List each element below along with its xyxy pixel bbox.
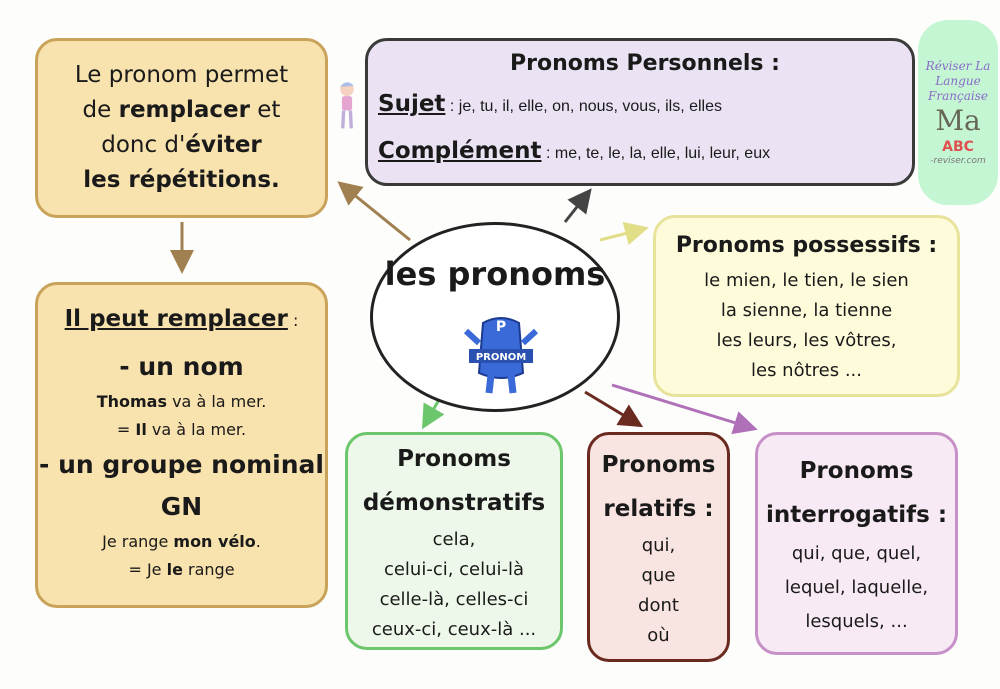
example-text: range <box>182 560 235 579</box>
box-title: relatifs : <box>603 496 714 522</box>
intro-line: Le pronom permet <box>74 62 289 88</box>
arrow-to-possessifs <box>599 221 649 246</box>
replace-item: GN <box>160 492 203 521</box>
intro-text: de <box>82 97 119 123</box>
pronoun-line: lesquels, ... <box>805 610 908 632</box>
watermark-site: -reviser.com <box>930 156 986 166</box>
pronoun-line: où <box>647 625 670 646</box>
pronoun-line: lequel, laquelle, <box>784 576 929 598</box>
watermark-logo-text: Ma <box>935 104 981 137</box>
box-title: Pronoms <box>799 457 914 484</box>
demonstratifs-box: Pronoms démonstratifs cela, celui-ci, celu… <box>345 432 563 650</box>
complement-list: : me, te, le, la, elle, lui, leur, eux <box>541 145 771 162</box>
center-title: les pronoms <box>384 255 606 293</box>
sujet-list: : je, tu, il, elle, on, nous, vous, ils,… <box>445 98 722 115</box>
example-bold: le <box>166 560 183 579</box>
pronoun-line: les leurs, les vôtres, <box>716 330 897 351</box>
replace-item: - un groupe nominal <box>39 450 324 479</box>
pronom-mascot-icon: P PRONOM <box>463 317 539 394</box>
mascot-letter: P <box>496 319 506 335</box>
example-bold: mon vélo <box>173 532 256 551</box>
example-text: Je range <box>102 532 174 551</box>
example-text: va à la mer. <box>167 392 267 411</box>
personnels-box: Pronoms Personnels : Sujet : je, tu, il,… <box>365 38 915 186</box>
pronoun-line: celui-ci, celui-là <box>383 559 525 580</box>
sujet-label: Sujet <box>378 91 446 117</box>
replace-colon: : <box>287 311 299 330</box>
replace-item: - un nom <box>119 352 244 381</box>
relatifs-box: Pronoms relatifs : qui, que dont où <box>587 432 730 662</box>
example-text: = <box>116 420 136 439</box>
intro-bold: éviter <box>185 132 262 158</box>
interrogatifs-box: Pronoms interrogatifs : qui, que, quel, l… <box>755 432 958 655</box>
complement-label: Complément <box>378 138 542 164</box>
pronoun-line: les nôtres ... <box>751 360 862 381</box>
box-title: Pronoms possessifs : <box>675 233 938 258</box>
arrow-to-personnels <box>563 188 592 223</box>
example-text: . <box>255 532 261 551</box>
watermark-logo: Réviser La Langue Française Ma ABC -revi… <box>918 20 998 205</box>
pronoun-line: dont <box>638 595 679 616</box>
replace-heading: Il peut remplacer <box>64 306 288 332</box>
arrow-to-intro <box>337 181 411 242</box>
pronoun-line: qui, <box>641 535 676 556</box>
mascot-label: PRONOM <box>476 352 526 363</box>
child-character-icon <box>340 82 354 129</box>
pronoun-line: ceux-ci, ceux-là ... <box>371 619 537 640</box>
replace-box: Il peut remplacer : - un nom Thomas va à… <box>35 282 328 608</box>
example-bold: Thomas <box>96 392 167 411</box>
intro-bold: remplacer <box>118 97 250 123</box>
arrow-to-demonstratifs <box>422 397 445 430</box>
example-bold: Il <box>135 420 147 439</box>
pronoun-line: celle-là, celles-ci <box>379 589 529 610</box>
box-title: Pronoms <box>397 446 511 472</box>
intro-text: donc d' <box>101 132 186 158</box>
box-title: démonstratifs <box>362 490 546 516</box>
arrow-to-relatifs <box>584 390 644 428</box>
watermark-abc: ABC <box>942 139 974 155</box>
example-text: va à la mer. <box>146 420 247 439</box>
center-node: les pronoms P PRONOM <box>370 222 620 412</box>
box-title: interrogatifs : <box>765 501 948 528</box>
watermark-title: Réviser La Langue Française <box>925 59 991 103</box>
arrow-to-interrogatifs <box>611 383 758 435</box>
box-title: Pronoms <box>601 452 716 478</box>
pronoun-line: qui, que, quel, <box>791 542 922 564</box>
pronoun-line: cela, <box>432 529 476 550</box>
intro-text: et <box>249 97 281 123</box>
pronoun-line: que <box>641 565 676 586</box>
possessifs-box: Pronoms possessifs : le mien, le tien, l… <box>653 215 960 397</box>
box-title: Pronoms Personnels : <box>510 51 780 76</box>
example-text: = Je <box>128 560 167 579</box>
pronoun-line: le mien, le tien, le sien <box>704 270 909 291</box>
pronoun-line: la sienne, la tienne <box>720 300 893 321</box>
intro-box: Le pronom permet de remplacer et donc d'… <box>35 38 328 218</box>
intro-line: les répétitions. <box>83 167 280 193</box>
